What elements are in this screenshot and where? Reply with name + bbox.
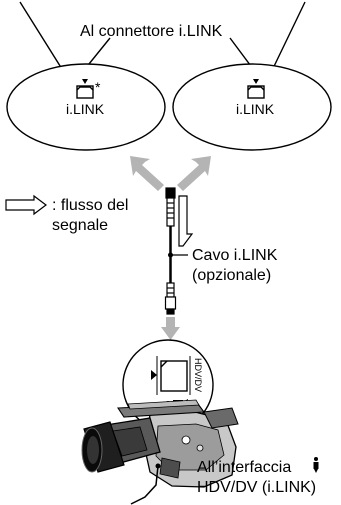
signal-arrow-right: [177, 156, 211, 191]
interface-label-line-2: HDV/DV (i.LINK): [197, 479, 317, 496]
camcorder-illustration: [81, 399, 239, 505]
upper-cable-plug: [165, 187, 176, 227]
interface-label-line-1: All’interfaccia: [197, 459, 292, 476]
right-port-label: i.LINK: [236, 101, 275, 117]
camcorder-port-vertical-label: HDV/DV: [193, 358, 203, 393]
legend-line-1: : flusso del: [52, 197, 129, 214]
right-device-ellipse: [172, 63, 332, 151]
signal-flow-arrows: [130, 156, 211, 191]
cable-flow-arrow: [178, 195, 194, 247]
interface-ilink-glyph-icon: [313, 457, 319, 473]
left-device-ellipse: [6, 63, 166, 151]
cable-label-line-1: Cavo i.LINK: [192, 247, 278, 264]
left-ilink-port-icon: [76, 79, 94, 99]
signal-arrow-left: [130, 156, 164, 191]
title-label: Al connettore i.LINK: [80, 23, 223, 40]
left-port-label: i.LINK: [66, 101, 105, 117]
legend-line-2: segnale: [52, 217, 109, 234]
legend-flow-arrow: [5, 194, 47, 216]
signal-arrow-to-camcorder: [161, 317, 180, 340]
camcorder-hdv-port-icon: [151, 356, 191, 395]
left-port-asterisk: *: [95, 79, 101, 95]
lower-cable-plug: [164, 282, 177, 315]
cable-label-line-2: (opzionale): [192, 267, 272, 284]
right-ilink-port-icon: [247, 79, 265, 99]
